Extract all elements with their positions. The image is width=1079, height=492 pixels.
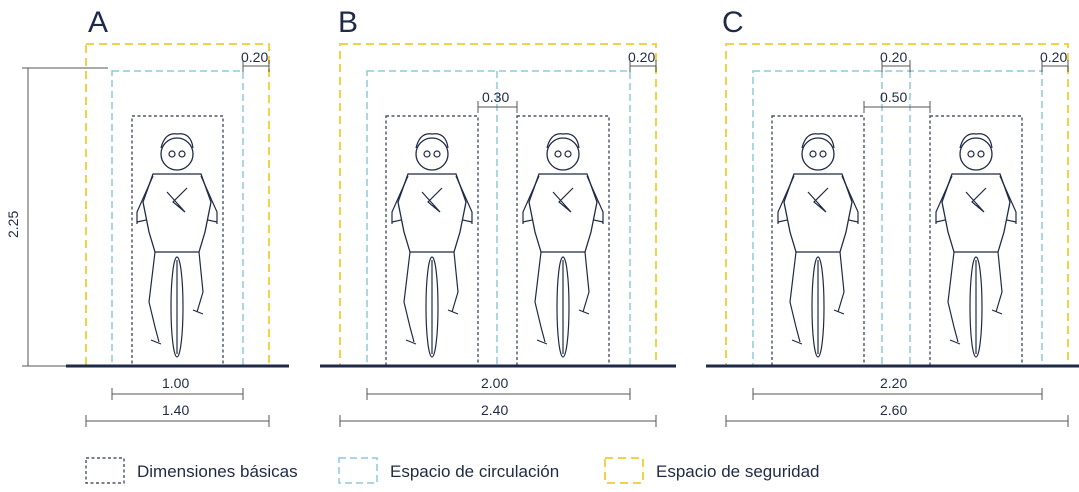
dim-outer-c: 2.60 bbox=[880, 402, 907, 418]
circulation-space-a bbox=[111, 70, 244, 367]
dim-top-right-a: 0.20 bbox=[241, 49, 268, 65]
legend-label-basic: Dimensiones básicas bbox=[137, 462, 298, 481]
circulation-space-b bbox=[366, 70, 631, 367]
panel-c-letter: C bbox=[722, 6, 744, 39]
dim-top-right-c: 0.20 bbox=[1040, 49, 1067, 65]
legend-swatch-basic bbox=[85, 457, 125, 484]
panel-b: B 0.30 0.20 2.00 2.40 bbox=[338, 6, 657, 427]
panel-c: C 0.20 0.50 0.20 2.20 2.60 bbox=[722, 6, 1069, 427]
panel-b-letter: B bbox=[338, 6, 358, 39]
panel-a-letter: A bbox=[88, 6, 108, 39]
cyclist-icon bbox=[777, 133, 859, 358]
legend-swatch-circulation bbox=[338, 457, 378, 484]
dim-top-right-b: 0.20 bbox=[628, 49, 655, 65]
dim-gap-b: 0.30 bbox=[482, 89, 509, 105]
legend-label-safety: Espacio de seguridad bbox=[656, 462, 820, 481]
dim-gap-c: 0.50 bbox=[880, 89, 907, 105]
dim-inner-a: 1.00 bbox=[162, 375, 189, 391]
dim-inner-b: 2.00 bbox=[481, 375, 508, 391]
safety-space-a bbox=[85, 43, 270, 367]
cyclist-icon bbox=[522, 133, 604, 358]
legend: Dimensiones básicas Espacio de circulaci… bbox=[85, 457, 820, 484]
cyclist-icon bbox=[391, 133, 473, 358]
panel-a: A 2.25 0.20 1.00 1.40 bbox=[5, 6, 270, 427]
dim-outer-b: 2.40 bbox=[481, 402, 508, 418]
dim-inner-c: 2.20 bbox=[880, 375, 907, 391]
legend-label-circulation: Espacio de circulación bbox=[390, 462, 559, 481]
cyclist-icon bbox=[136, 133, 218, 358]
legend-swatch-safety bbox=[604, 457, 644, 484]
dim-top-left-c: 0.20 bbox=[880, 49, 907, 65]
dim-outer-a: 1.40 bbox=[162, 402, 189, 418]
cyclist-icon bbox=[935, 133, 1017, 358]
dim-height-a: 2.25 bbox=[5, 211, 21, 238]
